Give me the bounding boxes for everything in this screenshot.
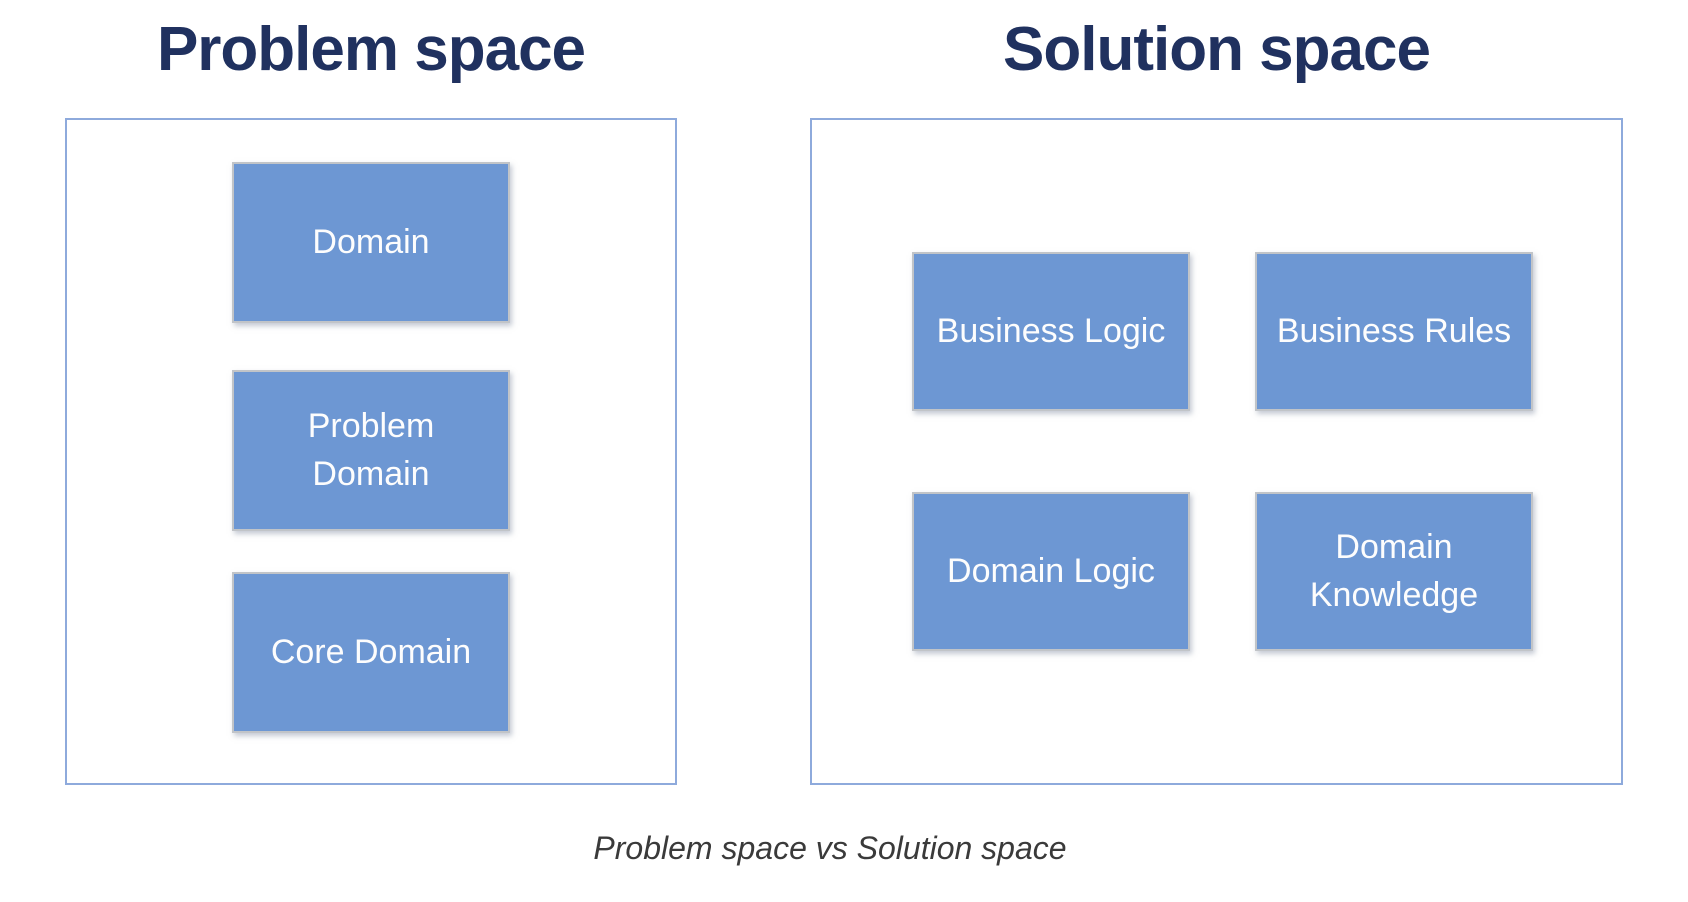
domain-knowledge-box: Domain Knowledge [1255, 492, 1533, 651]
business-logic-box: Business Logic [912, 252, 1190, 411]
business-logic-box-label: Business Logic [936, 311, 1166, 350]
solution-space-title: Solution space [1003, 15, 1431, 84]
solution-space-panel: Business Logic Business Rules Domain Log… [810, 118, 1623, 785]
problem-domain-box-label: Problem Domain [307, 406, 435, 493]
core-domain-box: Core Domain [232, 572, 510, 733]
core-domain-box-label: Core Domain [270, 632, 472, 671]
domain-box: Domain [232, 162, 510, 323]
diagram-caption: Problem space vs Solution space [593, 830, 1067, 866]
problem-space-title: Problem space [156, 15, 586, 84]
domain-knowledge-box-label: Domain Knowledge [1309, 527, 1479, 614]
domain-box-label: Domain [312, 222, 430, 261]
domain-logic-box: Domain Logic [912, 492, 1190, 651]
business-rules-box: Business Rules [1255, 252, 1533, 411]
business-rules-box-label: Business Rules [1276, 311, 1512, 350]
problem-space-panel: Domain Problem Domain Core Domain [65, 118, 677, 785]
problem-domain-box: Problem Domain [232, 370, 510, 531]
domain-logic-box-label: Domain Logic [947, 551, 1155, 590]
